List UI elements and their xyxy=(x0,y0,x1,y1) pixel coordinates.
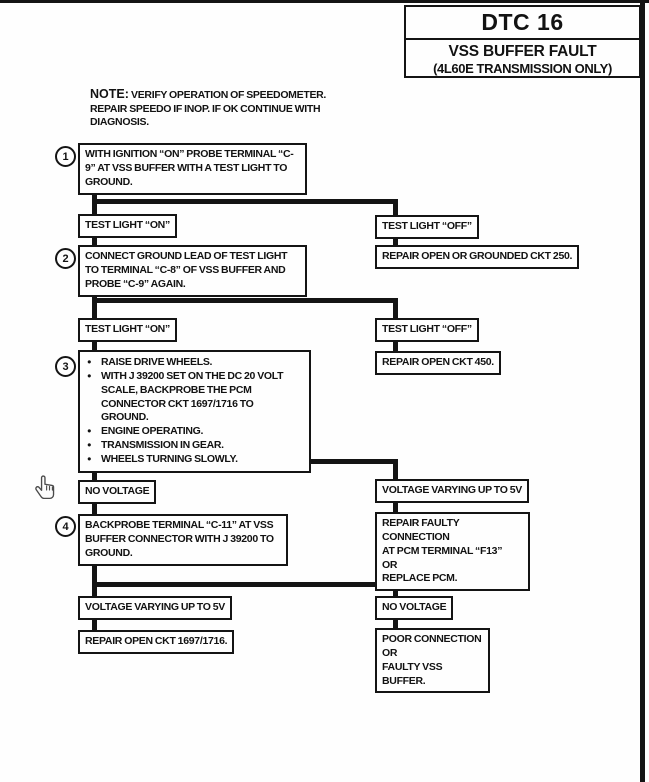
step-1-number: 1 xyxy=(55,146,76,167)
dtc-code: DTC 16 xyxy=(406,7,639,40)
branch2-test-light-on-box: TEST LIGHT “ON” xyxy=(78,318,177,342)
connector xyxy=(393,199,398,216)
page-border-right xyxy=(640,0,645,782)
step-1-box: WITH IGNITION “ON” PROBE TERMINAL “C-9” … xyxy=(78,143,307,195)
dtc-title-box: DTC 16 VSS BUFFER FAULT (4L60E TRANSMISS… xyxy=(404,5,641,78)
repair-ckt-450-box: REPAIR OPEN CKT 450. xyxy=(375,351,501,375)
checklist-item: TRANSMISSION IN GEAR. xyxy=(86,439,303,453)
checklist-item: RAISE DRIVE WHEELS. xyxy=(86,356,303,370)
result-line: OR xyxy=(382,646,398,659)
repair-pcm-box: REPAIR FAULTY CONNECTION AT PCM TERMINAL… xyxy=(375,512,530,592)
checklist-item: WITH J 39200 SET ON THE DC 20 VOLT SCALE… xyxy=(86,370,303,425)
connector xyxy=(393,459,398,480)
connector xyxy=(92,298,398,303)
connector xyxy=(393,233,398,246)
connector xyxy=(393,336,398,352)
connector xyxy=(92,498,97,515)
connector xyxy=(92,614,97,631)
result-line: REPLACE PCM. xyxy=(382,572,458,585)
connector xyxy=(393,298,398,319)
connector xyxy=(92,186,97,204)
hand-pointer-cursor xyxy=(35,475,55,500)
result-line: FAULTY VSS BUFFER. xyxy=(382,660,443,687)
step-2-box: CONNECT GROUND LEAD OF TEST LIGHT TO TER… xyxy=(78,245,307,297)
result-line: POOR CONNECTION xyxy=(382,633,482,645)
connector xyxy=(92,232,97,247)
connector xyxy=(92,556,97,585)
branch2-test-light-off-box: TEST LIGHT “OFF” xyxy=(375,318,479,342)
step-4-box: BACKPROBE TERMINAL “C-11” AT VSS BUFFER … xyxy=(78,514,288,566)
branch4-voltage-varying-box: VOLTAGE VARYING UP TO 5V xyxy=(78,596,232,620)
repair-ckt-250-box: REPAIR OPEN OR GROUNDED CKT 250. xyxy=(375,245,580,269)
connector xyxy=(393,497,398,513)
connector xyxy=(92,582,97,597)
branch3-voltage-varying-box: VOLTAGE VARYING UP TO 5V xyxy=(375,479,529,503)
checklist-item: WHEELS TURNING SLOWLY. xyxy=(86,453,303,467)
branch3-no-voltage-box: NO VOLTAGE xyxy=(78,480,157,504)
connector xyxy=(92,199,398,204)
connector xyxy=(92,199,97,215)
page-border-top xyxy=(0,0,649,3)
checklist-item: ENGINE OPERATING. xyxy=(86,425,303,439)
note-label: NOTE: xyxy=(90,87,129,101)
repair-ckt-1697-box: REPAIR OPEN CKT 1697/1716. xyxy=(78,630,235,654)
result-line: AT PCM TERMINAL “F13” xyxy=(382,544,503,557)
connector xyxy=(92,336,97,351)
step-2-number: 2 xyxy=(55,248,76,269)
note-text: VERIFY OPERATION OF SPEEDOMETER. REPAIR … xyxy=(90,89,327,129)
step-4-number: 4 xyxy=(55,516,76,537)
dtc-subtitle: (4L60E TRANSMISSION ONLY) xyxy=(433,61,612,76)
branch1-test-light-off-box: TEST LIGHT “OFF” xyxy=(375,215,479,239)
connector xyxy=(393,614,398,629)
poor-connection-box: POOR CONNECTION OR FAULTY VSS BUFFER. xyxy=(375,628,490,694)
dtc-title: VSS BUFFER FAULT xyxy=(448,43,597,60)
branch4-no-voltage-box: NO VOLTAGE xyxy=(375,596,454,620)
result-line: OR xyxy=(382,558,398,571)
step-3-number: 3 xyxy=(55,356,76,377)
connector xyxy=(92,298,97,319)
branch1-test-light-on-box: TEST LIGHT “ON” xyxy=(78,214,177,238)
step-3-checklist: RAISE DRIVE WHEELS. WITH J 39200 SET ON … xyxy=(86,356,303,467)
result-line: REPAIR FAULTY CONNECTION xyxy=(382,517,460,543)
note: NOTE: VERIFY OPERATION OF SPEEDOMETER. R… xyxy=(90,87,352,130)
connector xyxy=(92,582,398,587)
step-3-box: RAISE DRIVE WHEELS. WITH J 39200 SET ON … xyxy=(78,350,311,473)
